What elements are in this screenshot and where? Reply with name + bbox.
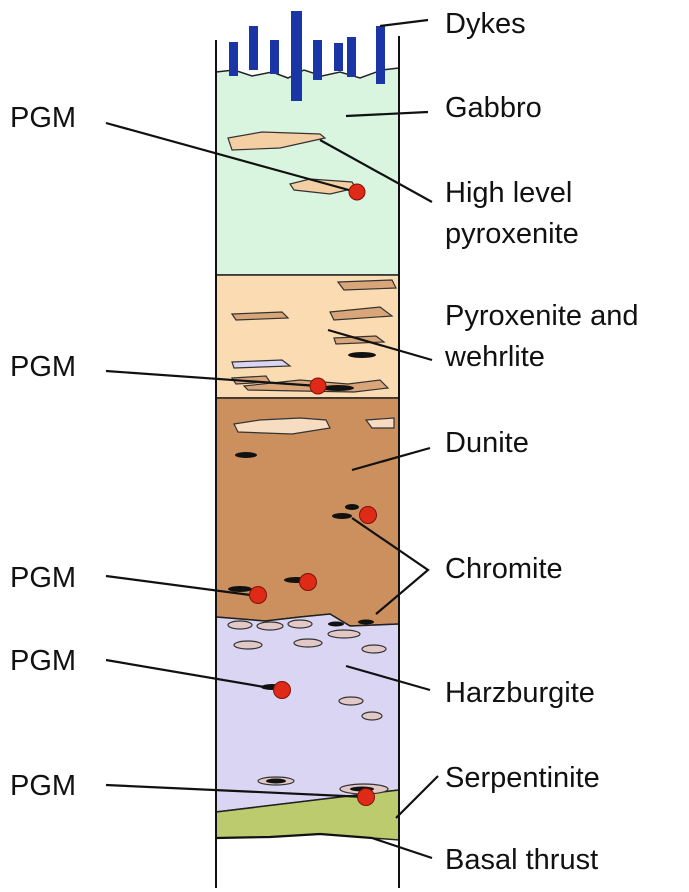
label-pgm-2: PGM xyxy=(10,351,76,383)
label-dykes: Dykes xyxy=(445,8,526,40)
chromite-pod-4 xyxy=(345,504,359,510)
leader-dykes xyxy=(380,20,428,26)
gabbro-layer xyxy=(216,68,399,275)
pgm-labels: PGM PGM PGM PGM PGM xyxy=(10,102,76,802)
dyke-8 xyxy=(376,26,385,84)
pgm-dot-6 xyxy=(274,682,291,699)
pgm-dot-4 xyxy=(300,574,317,591)
harz-lens-2 xyxy=(257,622,283,630)
label-pgm-4: PGM xyxy=(10,645,76,677)
leader-serpentinite xyxy=(396,776,438,818)
chromite-pod-3 xyxy=(235,452,257,458)
label-harzburgite: Harzburgite xyxy=(445,677,595,709)
harz-lens-3 xyxy=(288,620,312,628)
pgm-dot-7 xyxy=(358,789,375,806)
dunite-lens-2 xyxy=(366,418,394,428)
label-pgm-1: PGM xyxy=(10,102,76,134)
harz-lens-9 xyxy=(362,712,382,720)
harz-lens-1 xyxy=(228,621,252,629)
harz-lens-5 xyxy=(234,641,262,649)
chromite-pod-11 xyxy=(266,779,286,784)
pyx-lens-1 xyxy=(338,280,396,290)
harz-lens-4 xyxy=(328,630,360,638)
chromite-pod-1 xyxy=(348,352,376,358)
label-pgm-3: PGM xyxy=(10,562,76,594)
dyke-7 xyxy=(347,37,356,77)
chromite-pod-5 xyxy=(332,513,352,519)
right-labels: Dykes Gabbro High level pyroxenite Pyrox… xyxy=(444,8,638,876)
label-high-level: High level xyxy=(445,177,572,209)
label-pgm-5: PGM xyxy=(10,770,76,802)
dyke-1 xyxy=(229,42,238,76)
pgm-dot-3 xyxy=(360,507,377,524)
label-basal-thrust: Basal thrust xyxy=(445,844,598,876)
harz-lens-8 xyxy=(339,697,363,705)
chromite-pod-7 xyxy=(228,586,252,592)
label-gabbro: Gabbro xyxy=(445,92,542,124)
label-serpentinite: Serpentinite xyxy=(445,762,600,794)
dyke-2 xyxy=(249,26,258,70)
label-dunite: Dunite xyxy=(445,427,529,459)
chromite-pod-2 xyxy=(322,385,354,391)
pgm-dot-2 xyxy=(310,378,326,394)
harz-lens-7 xyxy=(362,645,386,653)
chromite-pod-9 xyxy=(358,620,374,625)
dyke-4 xyxy=(291,11,302,101)
label-pyroxenite-and: Pyroxenite and xyxy=(445,300,638,332)
label-chromite: Chromite xyxy=(445,553,563,585)
wehrlite-lens-1 xyxy=(232,360,290,368)
chromite-pod-8 xyxy=(328,622,344,627)
label-wehrlite: wehrlite xyxy=(444,341,545,373)
dyke-5 xyxy=(313,40,322,80)
label-pyroxenite: pyroxenite xyxy=(445,218,579,250)
harz-lens-6 xyxy=(294,639,322,647)
dyke-6 xyxy=(334,43,343,71)
dyke-3 xyxy=(270,40,279,74)
pgm-dot-5 xyxy=(250,587,267,604)
pgm-dot-1 xyxy=(349,184,365,200)
pyx-lens-2 xyxy=(232,312,288,320)
